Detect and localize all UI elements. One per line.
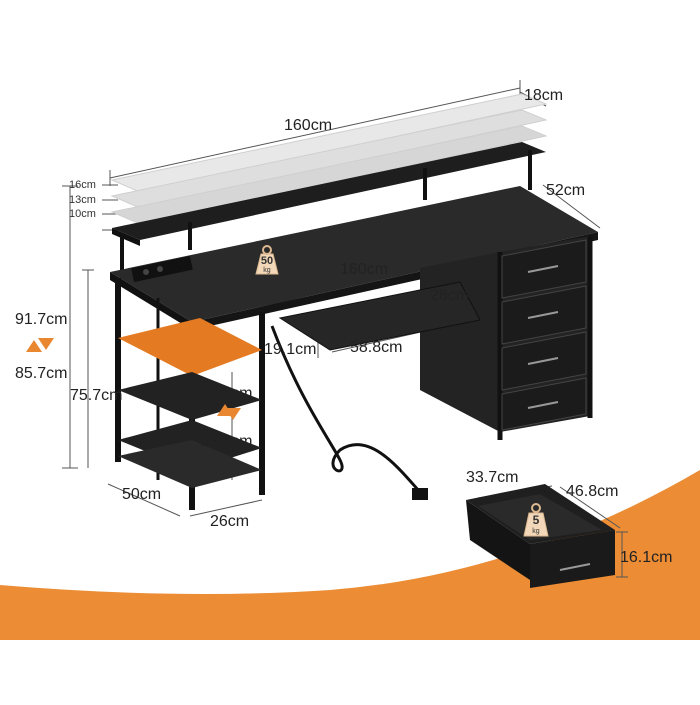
drawer-load-value: 5 — [532, 513, 540, 527]
keyboard-tray-width-label: 58.8cm — [350, 339, 403, 356]
total-height-max-label: 91.7cm — [15, 311, 68, 328]
shelf-height-2-label: 13cm — [69, 194, 96, 206]
weight-icon — [255, 245, 279, 275]
desk-load-unit: kg — [263, 267, 271, 274]
shelf-height-3-label: 10cm — [69, 208, 96, 220]
top-shelf-width-label: 160cm — [284, 117, 333, 134]
total-height-min-label: 85.7cm — [15, 365, 68, 382]
drawer-height-label: 16.1cm — [620, 549, 673, 566]
drawer-load-badge: 5 kg — [516, 498, 556, 540]
keyboard-tray-depth-label: 28cm — [430, 287, 470, 304]
highlighted-shelf — [118, 318, 262, 376]
keyboard-tray — [278, 281, 481, 351]
drawer-depth-label: 46.8cm — [566, 483, 619, 500]
desk-depth-label: 52cm — [546, 182, 586, 199]
drawer-cabinet — [420, 236, 593, 440]
monitor-shelf — [112, 142, 546, 270]
height-adjust-arrows — [26, 338, 241, 420]
shelf-height-1-label: 16cm — [69, 179, 96, 191]
side-shelf-width-label: 26cm — [210, 513, 250, 530]
keyboard-tray-height-label: 19.1cm — [264, 341, 317, 358]
top-shelf-depth-label: 18cm — [524, 87, 564, 104]
monitor-shelf-ghosts — [110, 93, 548, 225]
side-shelf-gap-label: 12.8cm — [200, 385, 253, 402]
drawer-width-label: 33.7cm — [466, 469, 519, 486]
weight-icon — [523, 503, 549, 537]
desk-width-label: 160cm — [340, 261, 389, 278]
desk-load-value: 50 — [260, 255, 274, 267]
desk-load-badge: 50 kg — [248, 240, 286, 278]
power-cord — [270, 325, 422, 494]
drawer-load-unit: kg — [532, 528, 540, 535]
desk-surface-height-label: 75.7cm — [70, 387, 123, 404]
side-shelf-gap-alt-label: 39.9cm — [200, 433, 253, 450]
side-shelf-depth-label: 50cm — [122, 486, 162, 503]
orange-background-wave — [0, 470, 700, 640]
